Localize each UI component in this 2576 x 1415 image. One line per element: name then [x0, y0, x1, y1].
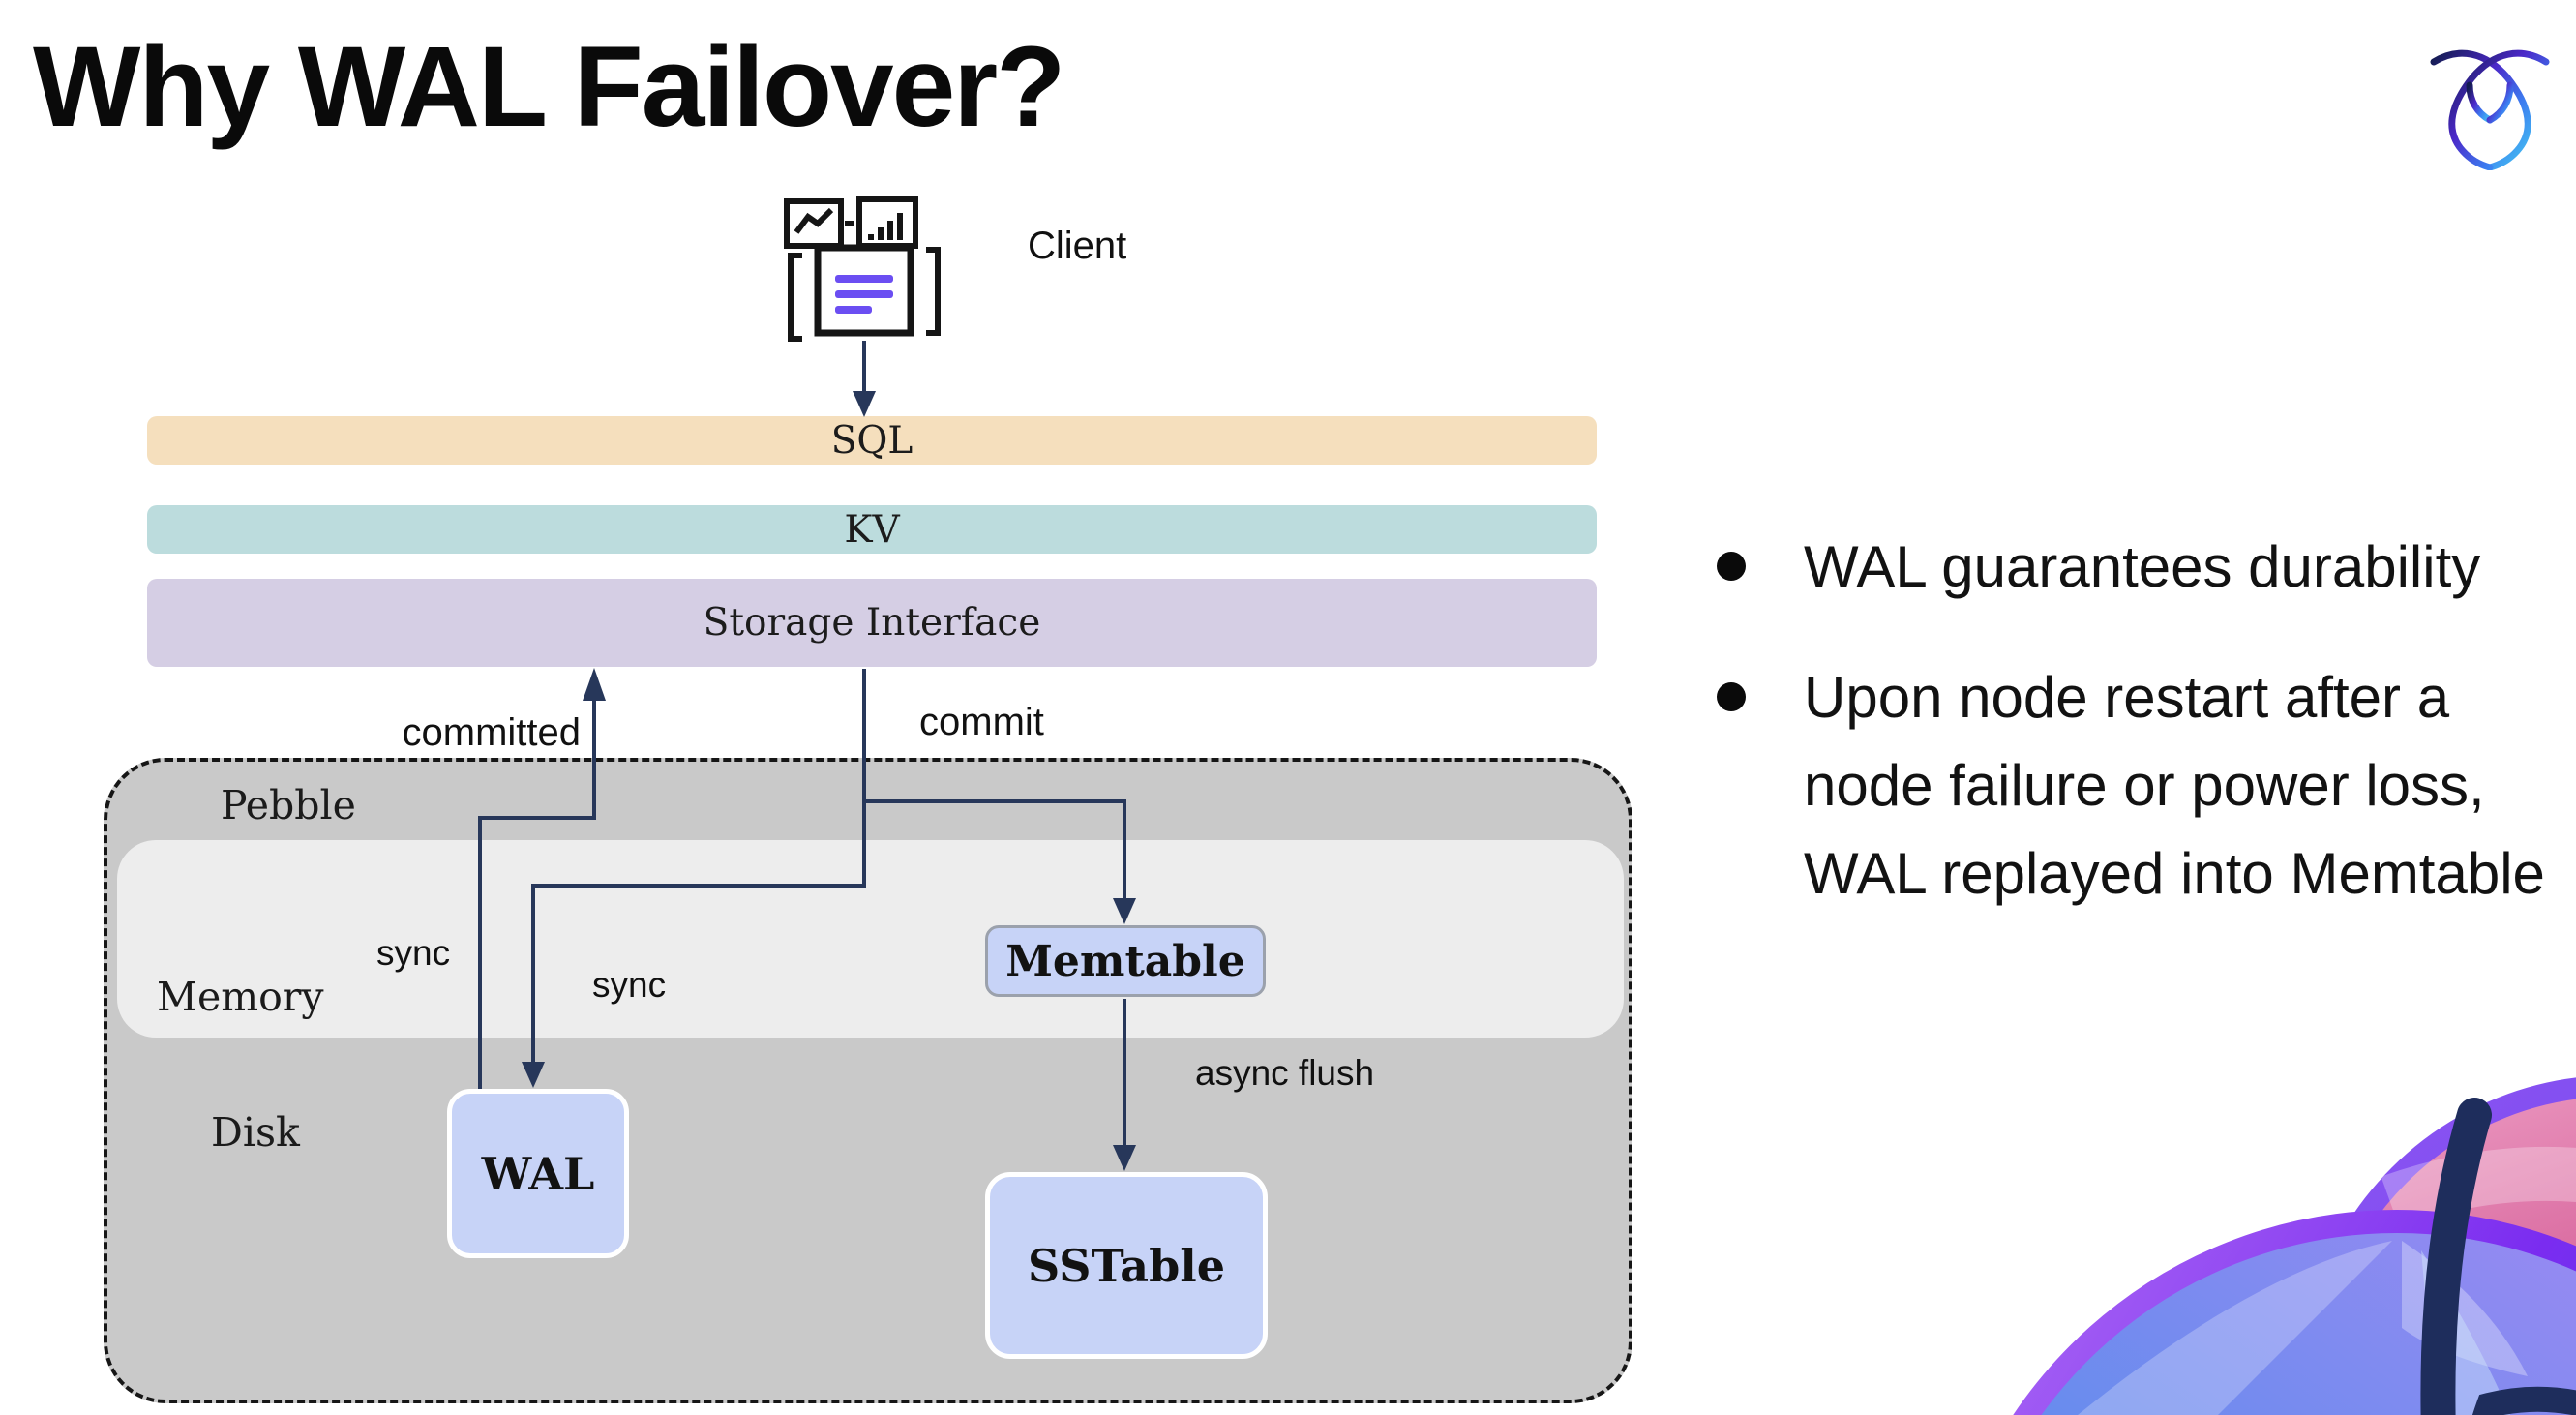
- edge-label-sync-left: sync: [376, 933, 451, 973]
- client-workstation-icon: [783, 192, 945, 346]
- edge-label-sync-right: sync: [592, 965, 667, 1005]
- sstable-node: SSTable: [985, 1172, 1268, 1359]
- wal-node-label: WAL: [481, 1147, 595, 1200]
- cockroachdb-corner-artwork: [1986, 950, 2576, 1415]
- pebble-label: Pebble: [221, 782, 356, 828]
- bullet-item: Upon node restart after a node failure o…: [1717, 653, 2568, 918]
- page-title: Why WAL Failover?: [33, 23, 1065, 151]
- memtable-node-label: Memtable: [1005, 936, 1245, 986]
- memory-region: [117, 840, 1624, 1038]
- memory-label: Memory: [157, 974, 324, 1020]
- bullet-text: WAL guarantees durability: [1804, 534, 2481, 599]
- bullet-dot-icon: [1717, 552, 1746, 581]
- layer-storage-interface-label: Storage Interface: [703, 601, 1041, 645]
- layer-kv-label: KV: [844, 507, 900, 552]
- disk-label: Disk: [211, 1109, 300, 1156]
- edge-label-committed: committed: [402, 711, 582, 754]
- layer-storage-interface: Storage Interface: [147, 579, 1597, 667]
- edge-label-commit: commit: [919, 701, 1044, 743]
- wal-node: WAL: [447, 1089, 629, 1258]
- edge-label-async-flush: async flush: [1195, 1053, 1375, 1093]
- bullet-item: WAL guarantees durability: [1717, 523, 2568, 611]
- cockroachdb-logo-icon: [2422, 27, 2558, 170]
- sstable-node-label: SSTable: [1028, 1239, 1225, 1292]
- client-label: Client: [1028, 225, 1127, 267]
- bullet-list: WAL guarantees durability Upon node rest…: [1717, 523, 2568, 918]
- layer-kv: KV: [147, 505, 1597, 554]
- layer-sql-label: SQL: [830, 418, 914, 463]
- layer-sql: SQL: [147, 416, 1597, 465]
- bullet-dot-icon: [1717, 682, 1746, 711]
- bullet-text: Upon node restart after a node failure o…: [1804, 665, 2545, 906]
- memtable-node: Memtable: [985, 925, 1266, 997]
